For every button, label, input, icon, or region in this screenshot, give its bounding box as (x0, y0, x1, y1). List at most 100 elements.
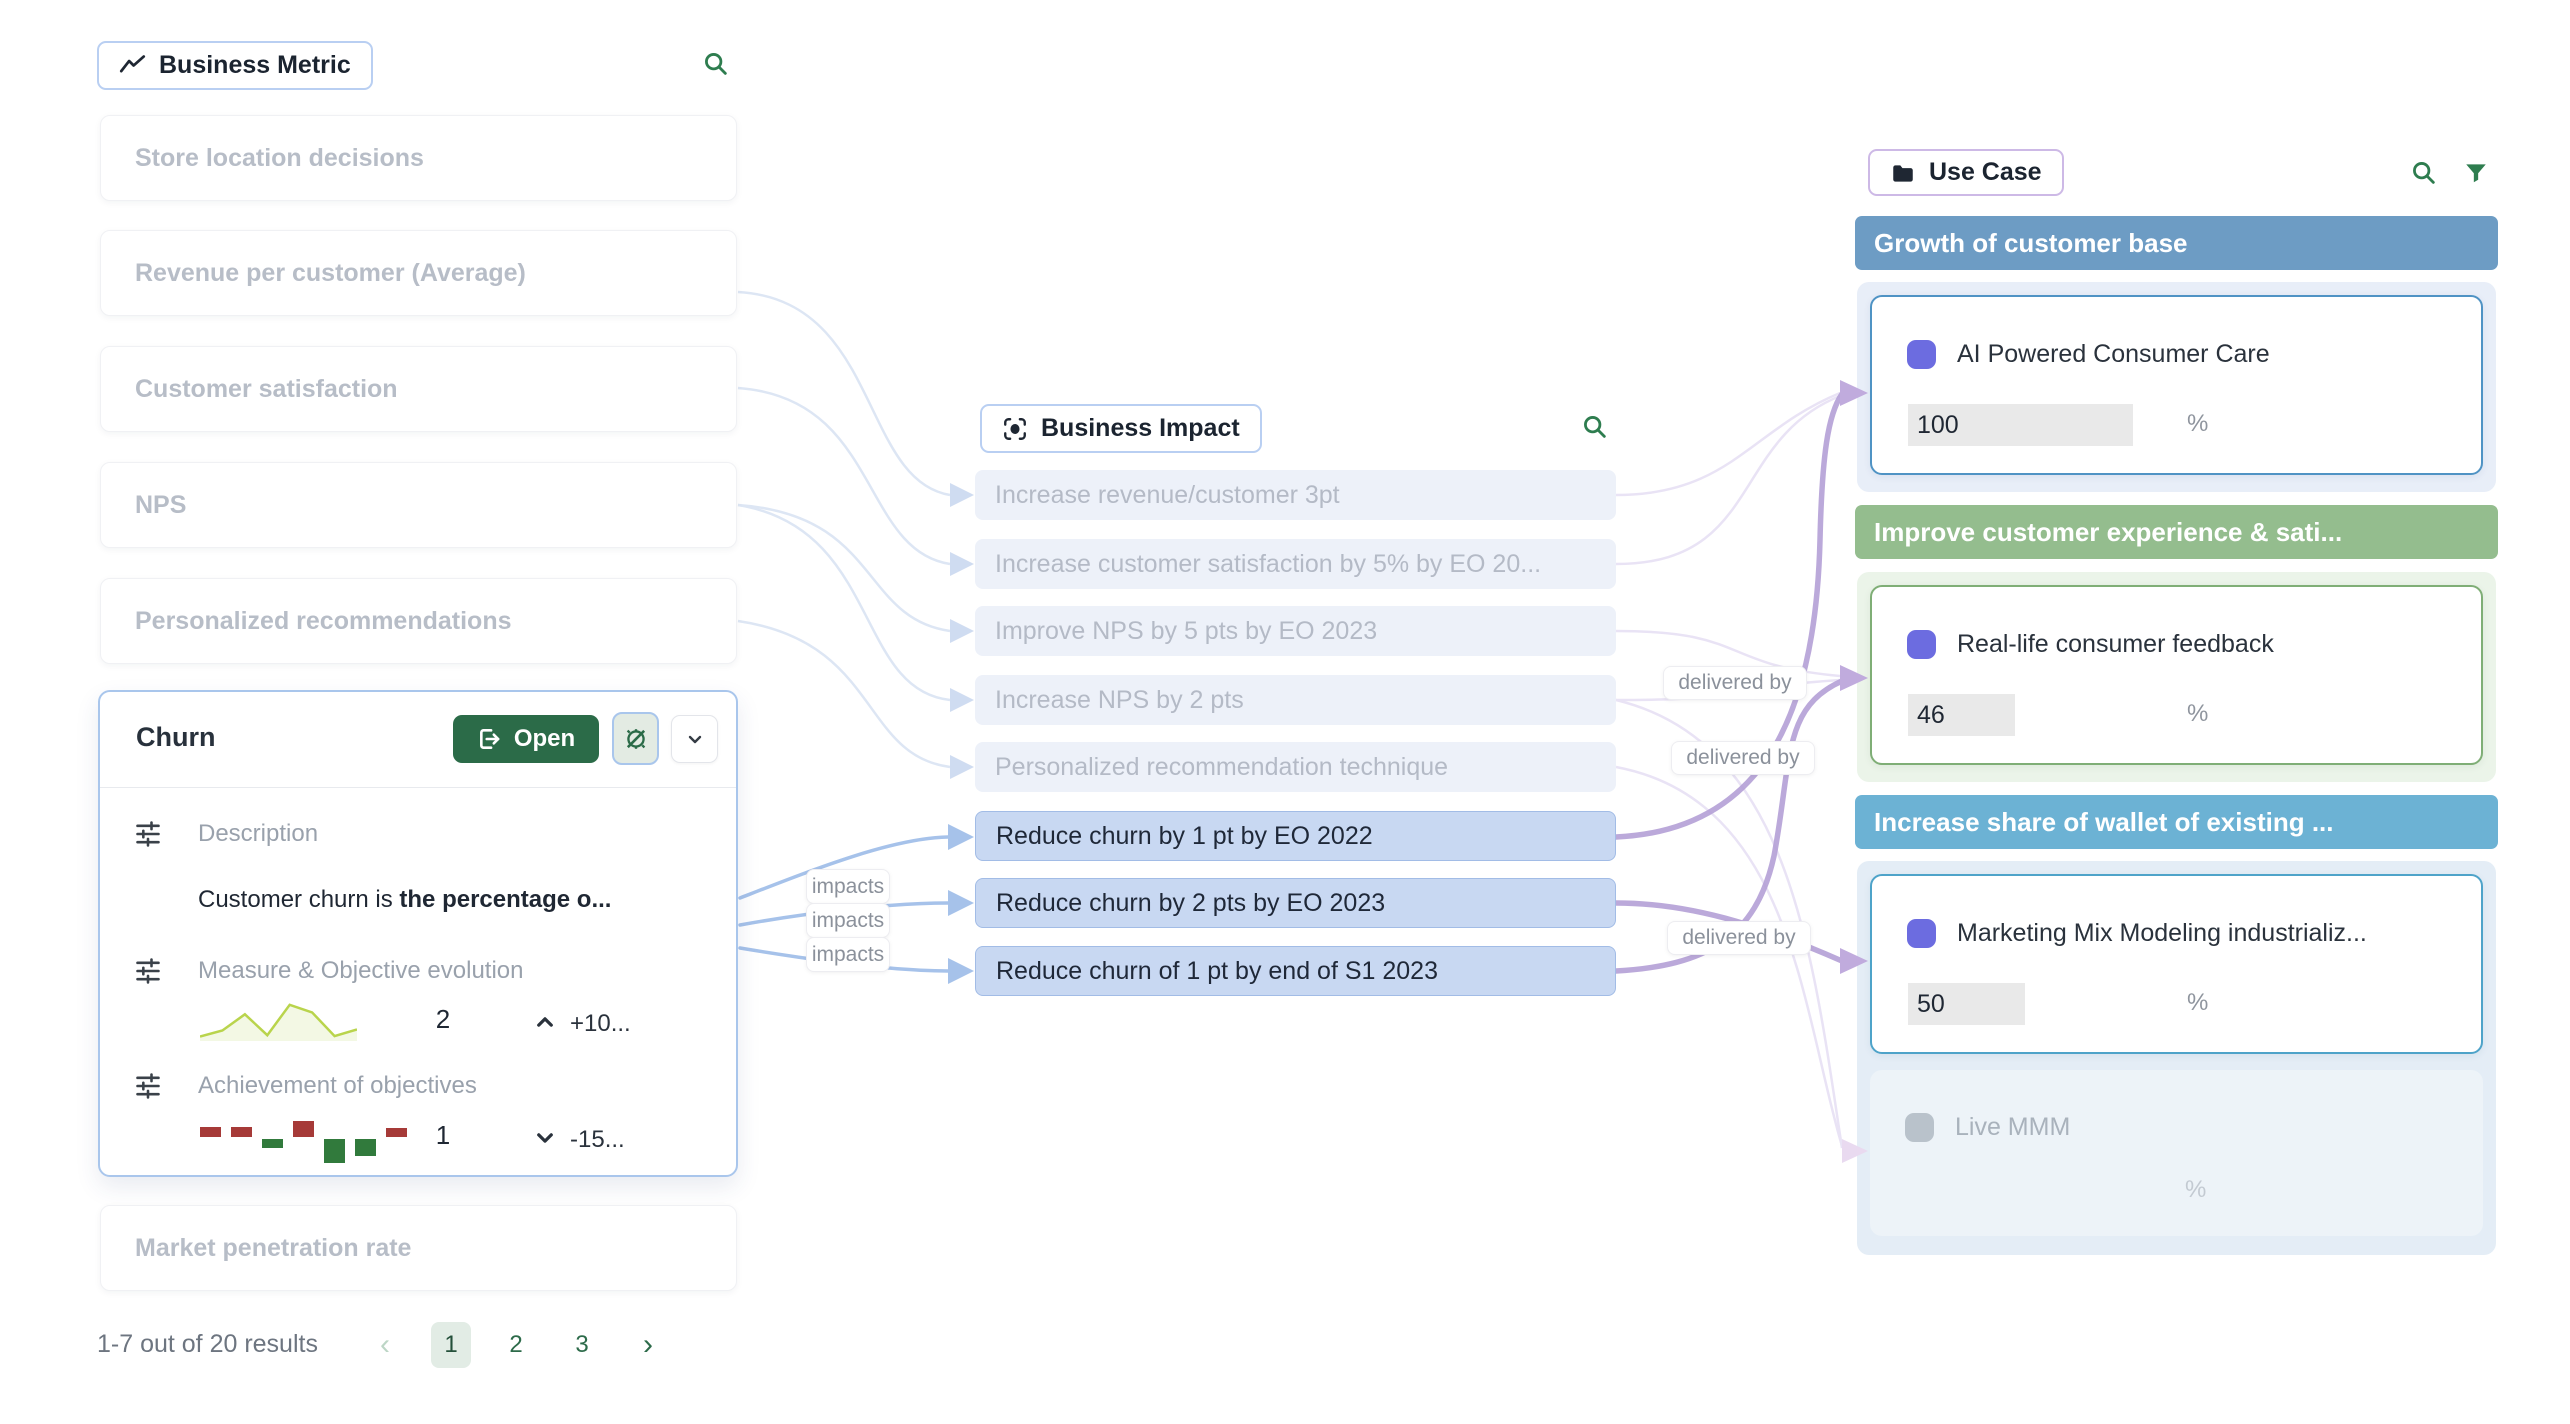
pagination-page-2[interactable]: 2 (496, 1322, 536, 1368)
edge-label-impacts: impacts (806, 937, 890, 972)
usecase-filter-button[interactable] (2453, 150, 2499, 196)
metric-node-market-penetration[interactable]: Market penetration rate (100, 1205, 737, 1291)
achievement-delta: -15... (570, 1126, 625, 1154)
business-metric-type-chip[interactable]: Business Metric (97, 41, 373, 90)
usecase-group-experience-body: Real-life consumer feedback 46 % (1857, 572, 2496, 782)
impact-node-reduce-churn-2023[interactable]: Reduce churn by 2 pts by EO 2023 (975, 878, 1616, 928)
focus-target-icon (1002, 416, 1028, 442)
impact-node-personalized-technique[interactable]: Personalized recommendation technique (975, 742, 1616, 792)
impact-node-improve-nps[interactable]: Improve NPS by 5 pts by EO 2023 (975, 606, 1616, 656)
chevron-down-icon (530, 1123, 562, 1155)
group-title: Improve customer experience & sati... (1874, 517, 2342, 548)
business-metric-type-label: Business Metric (159, 51, 351, 80)
impact-node-label: Reduce churn of 1 pt by end of S1 2023 (996, 957, 1438, 986)
trending-up-icon (119, 52, 146, 79)
measure-value: 2 (425, 1004, 461, 1035)
impact-node-label: Increase revenue/customer 3pt (995, 481, 1340, 510)
open-button[interactable]: Open (453, 715, 599, 763)
usecase-search-button[interactable] (2401, 150, 2447, 196)
metric-search-button[interactable] (693, 41, 739, 87)
impact-node-reduce-churn-s1-2023[interactable]: Reduce churn of 1 pt by end of S1 2023 (975, 946, 1616, 996)
visibility-off-icon (622, 725, 650, 753)
achievement-label: Achievement of objectives (198, 1072, 477, 1100)
pagination-prev-button[interactable]: ‹ (365, 1322, 405, 1368)
hide-connections-toggle[interactable] (612, 712, 659, 765)
usecase-card-live-mmm[interactable]: Live MMM % (1870, 1070, 2483, 1236)
edge-label-delivered-by: delivered by (1667, 921, 1811, 955)
percent-input[interactable]: 46 (1908, 694, 2015, 736)
impact-node-label: Improve NPS by 5 pts by EO 2023 (995, 617, 1377, 646)
usecase-group-experience[interactable]: Improve customer experience & sati... (1855, 505, 2498, 559)
pagination-page-3[interactable]: 3 (562, 1322, 602, 1368)
impact-node-reduce-churn-2022[interactable]: Reduce churn by 1 pt by EO 2022 (975, 811, 1616, 861)
metric-node-label: Personalized recommendations (135, 607, 512, 636)
usecase-group-growth[interactable]: Growth of customer base (1855, 216, 2498, 270)
open-in-icon (477, 726, 503, 752)
search-icon (2410, 159, 2438, 187)
usecase-swatch-icon (1907, 919, 1936, 948)
edge-label-impacts: impacts (806, 903, 890, 938)
metric-node-label: NPS (135, 491, 186, 520)
impact-node-label: Increase NPS by 2 pts (995, 686, 1244, 715)
metric-node-label: Revenue per customer (Average) (135, 259, 526, 288)
percent-unit-label: % (2187, 410, 2208, 438)
impact-node-label: Reduce churn by 2 pts by EO 2023 (996, 889, 1385, 918)
measure-delta: +10... (570, 1010, 631, 1038)
churn-card-menu-button[interactable] (671, 715, 718, 763)
impact-node-label: Reduce churn by 1 pt by EO 2022 (996, 822, 1373, 851)
percent-input[interactable]: 100 (1908, 404, 2133, 446)
usecase-swatch-icon (1905, 1113, 1934, 1142)
use-case-type-chip[interactable]: Use Case (1868, 149, 2064, 196)
metric-node-label: Store location decisions (135, 144, 424, 173)
usecase-group-share-of-wallet-body: Marketing Mix Modeling industrializ... 5… (1857, 861, 2496, 1255)
pagination-next-button[interactable]: › (628, 1322, 668, 1368)
folder-icon (1890, 160, 1916, 186)
achievement-bar-chart (200, 1110, 418, 1170)
usecase-card-title: Real-life consumer feedback (1957, 630, 2274, 659)
business-impact-type-chip[interactable]: Business Impact (980, 404, 1262, 453)
usecase-card-consumer-feedback[interactable]: Real-life consumer feedback 46 % (1870, 585, 2483, 765)
metric-node-nps[interactable]: NPS (100, 462, 737, 548)
open-button-label: Open (514, 725, 575, 753)
metric-node-label: Market penetration rate (135, 1234, 411, 1263)
usecase-card-title: Live MMM (1955, 1113, 2070, 1142)
percent-unit-label: % (2187, 700, 2208, 728)
metric-node-label: Customer satisfaction (135, 375, 398, 404)
business-impact-type-label: Business Impact (1041, 414, 1240, 443)
metric-node-revenue-per-customer[interactable]: Revenue per customer (Average) (100, 230, 737, 316)
metric-node-personalized-recommendations[interactable]: Personalized recommendations (100, 578, 737, 664)
use-case-type-label: Use Case (1929, 158, 2042, 187)
impact-search-button[interactable] (1572, 404, 1618, 450)
pagination-page-1[interactable]: 1 (431, 1322, 471, 1368)
edge-label-delivered-by: delivered by (1663, 666, 1807, 700)
usecase-swatch-icon (1907, 340, 1936, 369)
metric-node-customer-satisfaction[interactable]: Customer satisfaction (100, 346, 737, 432)
usecase-group-growth-body: AI Powered Consumer Care 100 % (1857, 282, 2496, 492)
percent-input[interactable]: 50 (1908, 983, 2025, 1025)
metric-node-churn-card[interactable]: Churn Open (98, 690, 738, 1177)
chevron-up-icon (530, 1007, 562, 1039)
impact-node-label: Increase customer satisfaction by 5% by … (995, 550, 1541, 579)
description-value: Customer churn is the percentage o... (198, 886, 611, 914)
usecase-card-ai-consumer-care[interactable]: AI Powered Consumer Care 100 % (1870, 295, 2483, 475)
percent-unit-label: % (2187, 989, 2208, 1017)
percent-unit-label: % (2185, 1176, 2206, 1204)
chevron-down-icon (683, 727, 707, 751)
metric-node-store-location[interactable]: Store location decisions (100, 115, 737, 201)
measure-sparkline-chart (200, 995, 357, 1043)
impact-node-increase-nps[interactable]: Increase NPS by 2 pts (975, 675, 1616, 725)
group-title: Increase share of wallet of existing ... (1874, 807, 2334, 838)
impact-node-satisfaction[interactable]: Increase customer satisfaction by 5% by … (975, 539, 1616, 589)
tune-sliders-icon (134, 1072, 162, 1100)
impact-node-revenue[interactable]: Increase revenue/customer 3pt (975, 470, 1616, 520)
search-icon (702, 50, 730, 78)
usecase-swatch-icon (1907, 630, 1936, 659)
edge-label-impacts: impacts (806, 869, 890, 904)
divider (100, 787, 736, 788)
usecase-card-mmm-industrialization[interactable]: Marketing Mix Modeling industrializ... 5… (1870, 874, 2483, 1054)
group-title: Growth of customer base (1874, 228, 2188, 259)
tune-sliders-icon (134, 820, 162, 848)
usecase-group-share-of-wallet[interactable]: Increase share of wallet of existing ... (1855, 795, 2498, 849)
search-icon (1581, 413, 1609, 441)
